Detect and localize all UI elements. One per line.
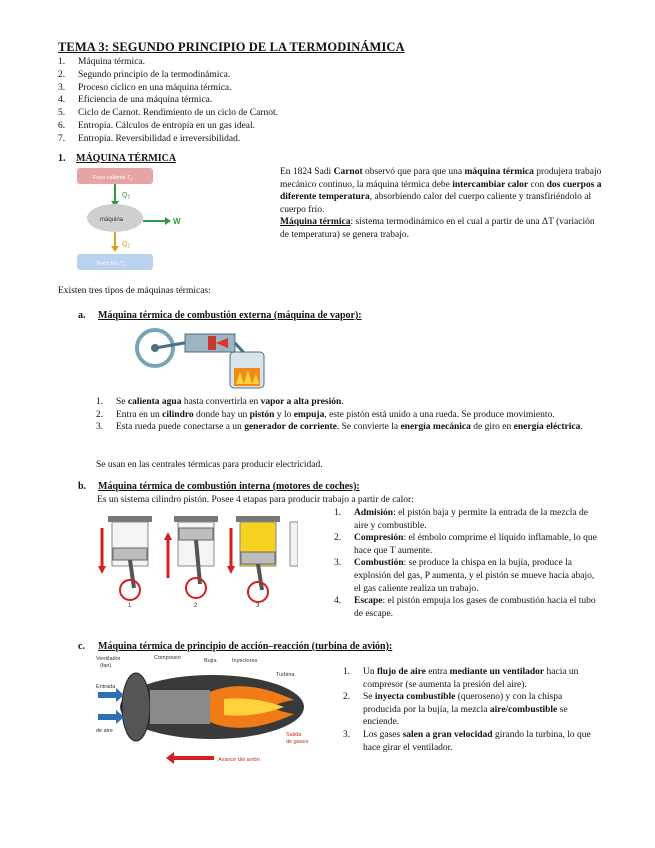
- four-stroke-figure: 1 2 3: [98, 516, 298, 609]
- list-item: 1.Admisión: el pistón baja y permite la …: [334, 508, 589, 531]
- forward-arrow: [166, 752, 214, 764]
- stroke-4-partial: [289, 521, 298, 567]
- exhaust-label: Salida: [286, 732, 302, 738]
- compressor-label: Compresor: [154, 655, 181, 661]
- machine-label: máquina: [100, 217, 124, 223]
- hot-reservoir: [77, 168, 153, 184]
- toc-item: 2.Segundo principio de la termodinámica.: [58, 69, 231, 80]
- exhaust-label-2: de gases: [286, 739, 309, 745]
- steam-arrow: [216, 338, 228, 348]
- connecting-rod: [154, 340, 191, 350]
- q2-label: Q2: [122, 241, 130, 250]
- toc-item: 4.Eficiencia de una máquina térmica.: [58, 95, 213, 106]
- toc-item: 5.Ciclo de Carnot. Rendimiento de un cic…: [58, 108, 278, 119]
- air-in-arrow: [98, 710, 124, 724]
- list-item: 1.Un flujo de aire entra mediante un ven…: [343, 667, 579, 690]
- combustion-steps: 1.Admisión: el pistón baja y permite la …: [334, 507, 602, 620]
- injectors-label: Inyectores: [232, 658, 258, 664]
- cold-reservoir: [77, 254, 153, 270]
- work-label: W: [173, 217, 181, 226]
- subsection-heading-a: a.Máquina térmica de combustión externa …: [78, 310, 362, 321]
- stroke-3: [227, 516, 280, 603]
- steam-engine-figure: [135, 328, 265, 389]
- stroke-1: [98, 516, 152, 601]
- table-of-contents: 1.Máquina térmica. 2.Segundo principio d…: [58, 56, 278, 146]
- spark-plug-label: Bujía: [204, 658, 217, 664]
- jet-turbine-figure: Compresor Bujía Inyectores Turbina Venti…: [96, 655, 309, 764]
- list-item: 3.Combustión: se produce la chispa en la…: [334, 558, 595, 594]
- stroke-2: [164, 516, 218, 599]
- steam-engine-steps: 1.Se calienta agua hasta convertirla en …: [96, 396, 601, 434]
- stroke-label: 3: [256, 603, 260, 609]
- cold-reservoir-label: Foco frío T2: [97, 261, 127, 268]
- air-inlet-label: Entrada: [96, 684, 116, 690]
- list-item: 4.Escape: el pistón empuja los gases de …: [334, 596, 596, 619]
- section-heading: 1.MÁQUINA TÉRMICA: [58, 153, 177, 164]
- air-inlet-label-2: de aire: [96, 728, 113, 734]
- list-item: 3.Los gases salen a gran velocidad giran…: [343, 729, 591, 753]
- subsection-heading-b: b.Máquina térmica de combustión interna …: [78, 481, 360, 492]
- list-item: 2.Se inyecta combustible (queroseno) y c…: [343, 692, 568, 728]
- toc-item: 6.Entropía. Cálculos de entropía en un g…: [58, 120, 256, 131]
- list-item: 3.Esta rueda puede conectarse a un gener…: [96, 422, 583, 433]
- hot-reservoir-label: Foco caliente T1: [93, 175, 134, 182]
- turbine-label: Turbina: [276, 672, 295, 678]
- toc-item: 1.Máquina térmica.: [58, 57, 146, 67]
- heat-engine-diagram: Foco caliente T1 Q1 máquina W Q2 Foco fr…: [77, 168, 181, 270]
- subsection-heading-c: c.Máquina térmica de principio de acción…: [78, 641, 393, 652]
- machine-body: [87, 204, 143, 232]
- flame-core: [224, 698, 284, 716]
- toc-item: 7.Entropía. Reversibilidad e irreversibi…: [58, 133, 241, 144]
- flywheel: [135, 328, 175, 368]
- compressor-stage: [150, 690, 210, 724]
- steam-engine-note: Se usan en las centrales térmicas para p…: [96, 460, 323, 470]
- work-arrowhead: [165, 217, 171, 225]
- stroke-label: 2: [194, 603, 198, 609]
- heat-out-arrowhead: [111, 246, 119, 252]
- section1-intro: En 1824 Sadi Carnot observó que para que…: [280, 167, 602, 240]
- fan-blades: [121, 672, 151, 742]
- list-item: 1.Se calienta agua hasta convertirla en …: [96, 397, 344, 407]
- forward-label: Avance del avión: [218, 757, 260, 763]
- q1-label: Q1: [122, 192, 130, 201]
- piston: [208, 336, 216, 350]
- stroke-label: 1: [128, 603, 132, 609]
- list-item: 2.Entra en un cilindro donde hay un pist…: [96, 409, 555, 420]
- jet-engine-steps: 1.Un flujo de aire entra mediante un ven…: [343, 666, 601, 754]
- types-intro: Existen tres tipos de máquinas térmicas:: [58, 286, 211, 296]
- fan-label-2: (fan): [100, 663, 111, 669]
- list-item: 2.Compresión: el émbolo comprime el líqu…: [334, 533, 597, 556]
- fan-label: Ventilador: [96, 656, 121, 662]
- page-title: TEMA 3: SEGUNDO PRINCIPIO DE LA TERMODIN…: [58, 40, 405, 54]
- flames: [236, 370, 259, 384]
- combustion-intro: Es un sistema cilindro pistón. Posee 4 e…: [97, 495, 414, 505]
- air-in-arrow: [98, 688, 124, 702]
- toc-item: 3.Proceso cíclico en una máquina térmica…: [58, 82, 232, 93]
